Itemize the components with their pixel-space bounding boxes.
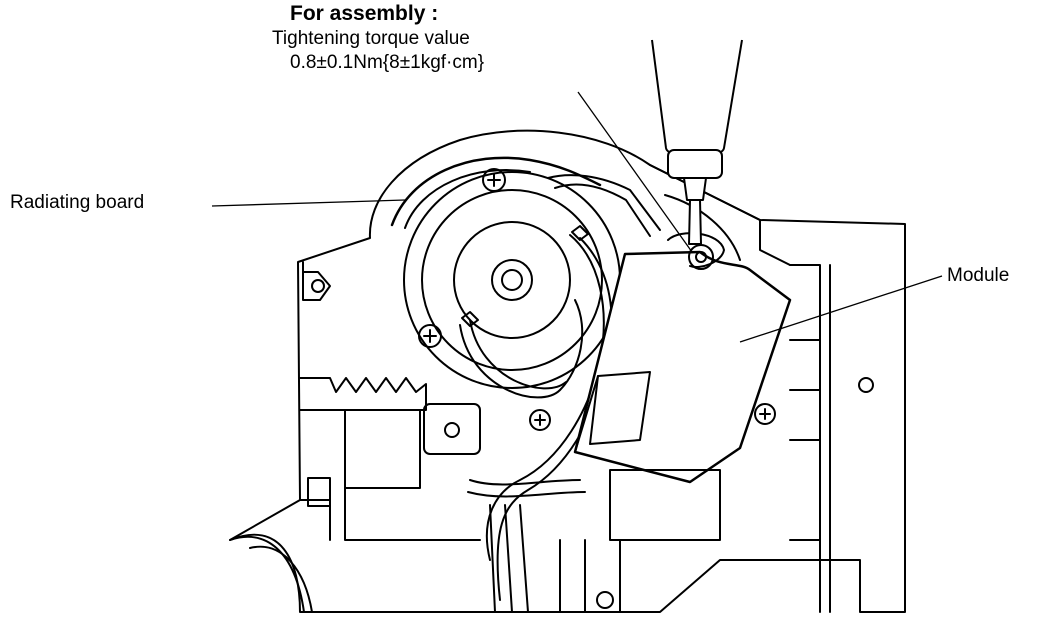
motor-outer <box>403 171 621 389</box>
housing-lower-right-block <box>609 469 721 541</box>
wire-harness-1 <box>459 299 584 399</box>
radiating-board-label: Radiating board <box>10 192 145 213</box>
housing-lower-detail <box>559 539 621 613</box>
bracket-hole <box>444 422 460 438</box>
leader-radiating-board <box>211 199 406 207</box>
lower-left-slot <box>307 477 331 507</box>
wire-clip-1 <box>461 311 479 327</box>
mount-hole-bottom <box>596 591 614 609</box>
grip-inner <box>249 545 313 613</box>
leader-module <box>739 275 943 343</box>
housing-fan-arc <box>664 194 741 261</box>
mount-hole-left <box>311 279 325 293</box>
torque-value: 0.8±0.1Nm{8±1kgf·cm} <box>290 52 485 73</box>
radiating-board-inner-arc <box>404 169 531 229</box>
screw-icon <box>482 168 506 192</box>
assembly-title: For assembly : <box>290 2 439 25</box>
screw-icon <box>418 324 442 348</box>
wire-harness-3 <box>485 234 605 561</box>
wire-harness-2 <box>469 319 567 390</box>
wire-bundle-lower <box>467 479 586 613</box>
module-label: Module <box>947 265 1010 286</box>
motor-shaft <box>501 269 523 291</box>
housing-base-block <box>344 409 421 489</box>
wire-top <box>547 174 661 237</box>
radiating-board-arc <box>390 156 602 227</box>
grip-curve <box>229 535 305 613</box>
screw-icon <box>529 409 551 431</box>
torque-label: Tightening torque value <box>272 28 470 49</box>
mount-hole-right <box>858 377 874 393</box>
motor-ring <box>453 221 571 339</box>
module-label-panel <box>589 371 651 445</box>
module-mount-tab <box>667 232 725 268</box>
housing-top-right <box>649 164 791 266</box>
gear-rack <box>299 377 427 411</box>
leader-torque <box>577 91 693 253</box>
motor-shaft-ring <box>491 259 533 301</box>
screw-icon <box>754 403 776 425</box>
wire-clip-2 <box>571 225 589 241</box>
screwdriver-icon <box>651 39 743 245</box>
lower-left-wall <box>299 487 481 541</box>
motor-body <box>421 189 603 371</box>
housing-right-block <box>789 339 821 541</box>
module-inner-edge <box>574 375 599 453</box>
bracket-block <box>423 403 481 455</box>
housing-left-wall <box>302 261 331 301</box>
